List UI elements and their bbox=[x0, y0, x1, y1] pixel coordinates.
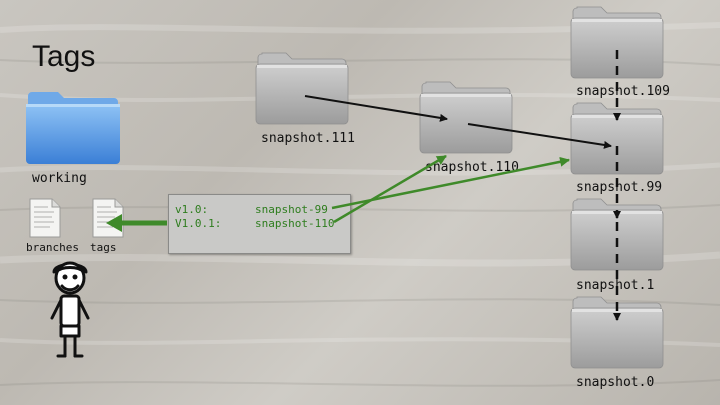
tags-label: tags bbox=[90, 241, 117, 254]
branches-label: branches bbox=[26, 241, 79, 254]
tag-name: v1.0: bbox=[175, 203, 209, 216]
tag-target: snapshot-99 bbox=[255, 203, 328, 216]
snapshot-110-label: snapshot.110 bbox=[425, 160, 519, 175]
snapshot-109-label: snapshot.109 bbox=[576, 84, 670, 99]
snapshot-111-folder-icon bbox=[255, 52, 349, 125]
snapshot-110-folder-icon bbox=[419, 81, 513, 154]
working-folder-icon bbox=[26, 92, 120, 164]
tag-target: snapshot-110 bbox=[255, 217, 335, 230]
working-label: working bbox=[32, 171, 87, 186]
snapshot-1-folder-icon bbox=[570, 198, 664, 271]
tags-table: v1.0: snapshot-99 V1.0.1: snapshot-110 bbox=[168, 194, 351, 254]
snapshot-0-folder-icon bbox=[570, 296, 664, 369]
snapshot-111-label: snapshot.111 bbox=[261, 131, 355, 146]
snapshot-1-label: snapshot.1 bbox=[576, 278, 655, 293]
snapshot-109-folder-icon bbox=[570, 6, 664, 79]
snapshot-0-label: snapshot.0 bbox=[576, 375, 655, 390]
tag-name: V1.0.1: bbox=[175, 217, 222, 230]
snapshot-99-label: snapshot.99 bbox=[576, 180, 663, 195]
tags-file-icon bbox=[92, 198, 124, 238]
branches-file-icon bbox=[29, 198, 61, 238]
snapshot-99-folder-icon bbox=[570, 102, 664, 175]
slide-title: Tags bbox=[32, 40, 96, 73]
person-figure-icon bbox=[50, 261, 90, 358]
